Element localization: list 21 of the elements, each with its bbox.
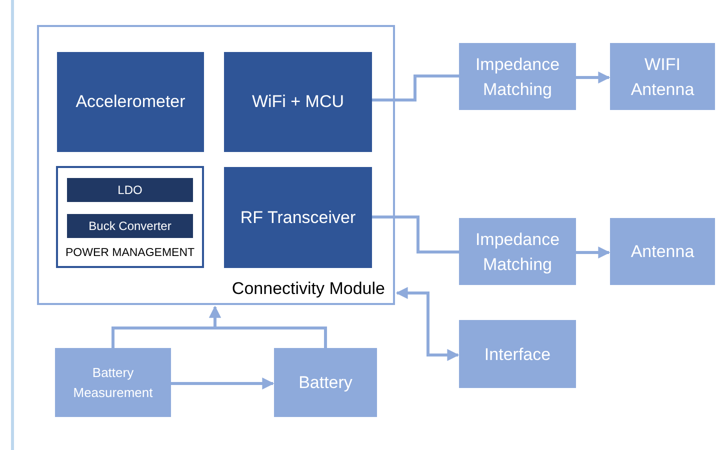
connector-arrow — [576, 246, 610, 258]
block-box: Battery Measurement — [55, 348, 171, 417]
connector-arrow — [209, 306, 327, 348]
group-box — [56, 166, 204, 268]
box-title: POWER MANAGEMENT — [64, 246, 196, 261]
component-box: Accelerometer — [57, 52, 204, 152]
box-title: Connectivity Module — [232, 278, 385, 300]
component-box: WiFi + MCU — [224, 52, 372, 152]
connector-arrow — [396, 287, 460, 361]
component-box: Buck Converter — [67, 214, 193, 238]
block-box: Battery — [274, 348, 377, 417]
block-box: Antenna — [610, 218, 715, 285]
connector-arrow — [576, 72, 610, 84]
connector-arrow — [171, 378, 274, 390]
block-box: WIFI Antenna — [610, 43, 715, 110]
block-box: Impedance Matching — [459, 43, 576, 110]
block-box: Interface — [459, 320, 576, 388]
module-frame — [37, 25, 395, 305]
component-box: LDO — [67, 178, 193, 202]
block-box: Impedance Matching — [459, 218, 576, 285]
component-box: RF Transceiver — [224, 167, 372, 268]
